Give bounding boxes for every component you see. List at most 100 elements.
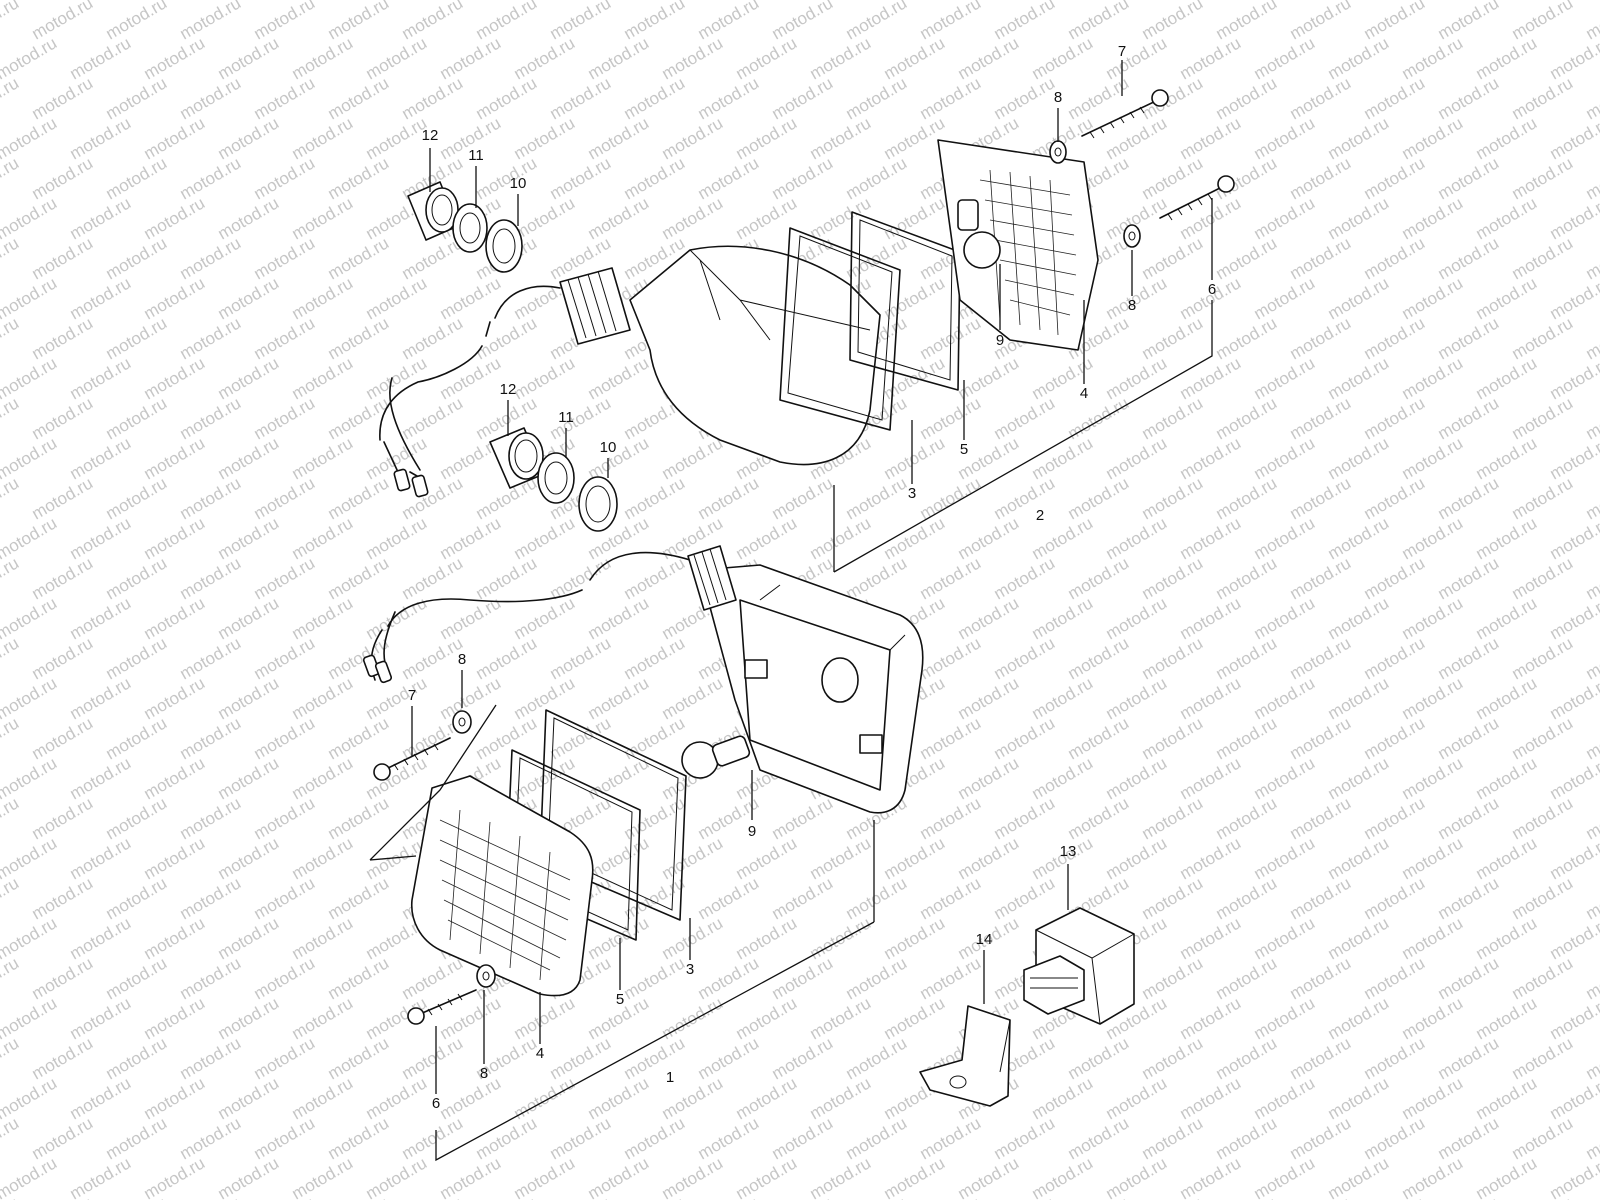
upper-screw-7 — [1081, 99, 1159, 137]
callout-8-lower-b: 8 — [480, 1065, 488, 1082]
watermark-text: motod.ru — [1065, 393, 1133, 443]
watermark-text: motod.ru — [67, 833, 135, 883]
watermark-text: motod.ru — [289, 113, 357, 163]
upper-turn-signal-assembly — [379, 89, 1235, 498]
watermark-text: motod.ru — [991, 1113, 1059, 1163]
upper-gasket-5 — [849, 211, 961, 391]
watermark-text: motod.ru — [659, 433, 727, 483]
watermark-text: motod.ru — [1287, 393, 1355, 443]
watermark-text: motod.ru — [1065, 1193, 1133, 1200]
lower-screw-7-head — [373, 763, 391, 781]
watermark-text: motod.ru — [1177, 513, 1245, 563]
watermark-text: motod.ru — [215, 833, 283, 883]
watermark-text: motod.ru — [955, 1153, 1023, 1200]
watermark-text: motod.ru — [659, 113, 727, 163]
watermark-text: motod.ru — [177, 1113, 245, 1163]
watermark-text: motod.ru — [141, 1153, 209, 1200]
watermark-text: motod.ru — [1399, 1153, 1467, 1200]
watermark-text: motod.ru — [1547, 913, 1600, 963]
watermark-text: motod.ru — [733, 913, 801, 963]
watermark-text: motod.ru — [1177, 1073, 1245, 1123]
watermark-text: motod.ru — [1361, 713, 1429, 763]
watermark-text: motod.ru — [1177, 593, 1245, 643]
watermark-text: motod.ru — [1287, 953, 1355, 1003]
watermark-text: motod.ru — [1473, 513, 1541, 563]
watermark-text: motod.ru — [289, 193, 357, 243]
callout-labels: 12 11 10 12 11 10 8 7 8 6 9 4 5 3 2 8 7 … — [408, 43, 1216, 1112]
watermark-text: motod.ru — [1435, 73, 1503, 123]
watermark-text: motod.ru — [103, 953, 171, 1003]
watermark-text: motod.ru — [0, 1113, 22, 1163]
watermark-text: motod.ru — [917, 73, 985, 123]
watermark-text: motod.ru — [1583, 1113, 1600, 1163]
callout-7-upper: 7 — [1118, 43, 1126, 60]
watermark-text: motod.ru — [1509, 713, 1577, 763]
watermark-text: motod.ru — [103, 553, 171, 603]
watermark-text: motod.ru — [437, 33, 505, 83]
watermark-text: motod.ru — [1399, 1073, 1467, 1123]
watermark-text: motod.ru — [695, 473, 763, 523]
watermark-text: motod.ru — [1435, 233, 1503, 283]
mid-nut-12-face — [508, 432, 544, 480]
watermark-text: motod.ru — [695, 953, 763, 1003]
watermark-text: motod.ru — [215, 513, 283, 563]
watermark-text: motod.ru — [1583, 1033, 1600, 1083]
upper-screw-6 — [1159, 185, 1225, 219]
watermark-text: motod.ru — [1399, 993, 1467, 1043]
watermark-text: motod.ru — [1287, 0, 1355, 43]
watermark-text: motod.ru — [585, 673, 653, 723]
watermark-text: motod.ru — [585, 1073, 653, 1123]
watermark-text: motod.ru — [1103, 673, 1171, 723]
watermark-text: motod.ru — [325, 953, 393, 1003]
watermark-text: motod.ru — [1251, 833, 1319, 883]
watermark-text: motod.ru — [1325, 273, 1393, 323]
watermark-text: motod.ru — [1399, 193, 1467, 243]
watermark-text: motod.ru — [621, 553, 689, 603]
watermark-text: motod.ru — [843, 73, 911, 123]
watermark-text: motod.ru — [177, 793, 245, 843]
watermark-text: motod.ru — [141, 433, 209, 483]
watermark-text: motod.ru — [1435, 0, 1503, 43]
watermark-text: motod.ru — [659, 1153, 727, 1200]
watermark-text: motod.ru — [177, 233, 245, 283]
watermark-text: motod.ru — [251, 873, 319, 923]
watermark-text: motod.ru — [1473, 993, 1541, 1043]
watermark-text: motod.ru — [29, 1113, 97, 1163]
watermark-text: motod.ru — [695, 873, 763, 923]
watermark-text: motod.ru — [1177, 673, 1245, 723]
watermark-text: motod.ru — [0, 233, 22, 283]
watermark-text: motod.ru — [29, 313, 97, 363]
watermark-text: motod.ru — [1473, 273, 1541, 323]
watermark-text: motod.ru — [769, 73, 837, 123]
watermark-text: motod.ru — [67, 433, 135, 483]
watermark-text: motod.ru — [325, 793, 393, 843]
middle-spacer-group — [489, 427, 618, 532]
watermark-text: motod.ru — [325, 473, 393, 523]
watermark-text: motod.ru — [177, 473, 245, 523]
watermark-text: motod.ru — [1435, 153, 1503, 203]
watermark-text: motod.ru — [881, 113, 949, 163]
watermark-text: motod.ru — [29, 153, 97, 203]
watermark-text: motod.ru — [1213, 393, 1281, 443]
watermark-text: motod.ru — [1473, 113, 1541, 163]
watermark-text: motod.ru — [67, 1153, 135, 1200]
callout-6-upper: 6 — [1208, 281, 1216, 298]
callout-9-upper: 9 — [996, 332, 1004, 349]
watermark-text: motod.ru — [585, 433, 653, 483]
watermark-text: motod.ru — [67, 913, 135, 963]
watermark-text: motod.ru — [399, 1113, 467, 1163]
watermark-text: motod.ru — [1139, 1193, 1207, 1200]
watermark-text: motod.ru — [1325, 513, 1393, 563]
watermark-text: motod.ru — [1435, 1193, 1503, 1200]
watermark-text: motod.ru — [29, 1193, 97, 1200]
watermark-text: motod.ru — [473, 0, 541, 43]
watermark-text: motod.ru — [473, 713, 541, 763]
callout-2: 2 — [1036, 507, 1044, 524]
watermark-text: motod.ru — [1251, 273, 1319, 323]
watermark-text: motod.ru — [0, 873, 22, 923]
watermark-text: motod.ru — [1361, 953, 1429, 1003]
watermark-text: motod.ru — [1473, 753, 1541, 803]
watermark-text: motod.ru — [991, 713, 1059, 763]
watermark-text: motod.ru — [1213, 873, 1281, 923]
watermark-text: motod.ru — [1361, 73, 1429, 123]
